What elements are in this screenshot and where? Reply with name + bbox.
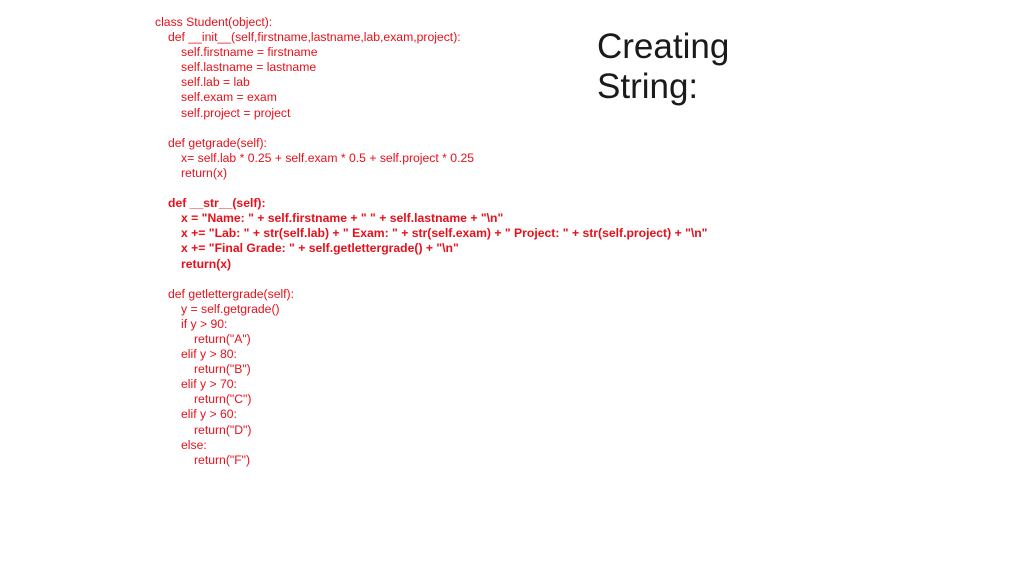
code-line: return("B"): [194, 362, 251, 377]
code-line: self.lastname = lastname: [181, 60, 317, 75]
code-line: def __str__(self):: [168, 196, 266, 211]
code-line: return(x): [181, 256, 232, 271]
code-line: self.exam = exam: [181, 90, 277, 105]
code-line: return("A"): [194, 331, 251, 346]
code-line: return("F"): [194, 452, 251, 467]
code-line: if y > 90:: [181, 316, 228, 331]
code-block: class Student(object):def __init__(self,…: [155, 15, 715, 468]
code-line: class Student(object):: [155, 15, 273, 29]
code-line: [155, 181, 715, 196]
code-line: self.lab = lab: [181, 75, 250, 90]
code-line: x += "Final Grade: " + self.getlettergra…: [181, 241, 459, 256]
code-line: x= self.lab * 0.25 + self.exam * 0.5 + s…: [181, 150, 475, 165]
slide-title-line: Creating: [597, 27, 730, 66]
code-line: y = self.getgrade(): [181, 301, 280, 316]
code-line: def getgrade(self):: [168, 135, 267, 150]
code-line: x += "Lab: " + str(self.lab) + " Exam: "…: [181, 226, 708, 241]
code-line: return(x): [181, 165, 228, 180]
code-line: [155, 121, 715, 136]
slide-title-line: String:: [597, 67, 699, 106]
code-line: return("D"): [194, 422, 252, 437]
code-line: def __init__(self,firstname,lastname,lab…: [168, 30, 461, 45]
code-line: [155, 272, 715, 287]
slide-title: Creating String:: [597, 27, 897, 107]
code-line: return("C"): [194, 392, 252, 407]
code-line: elif y > 80:: [181, 347, 237, 362]
code-line: elif y > 70:: [181, 377, 237, 392]
code-line: def getlettergrade(self):: [168, 286, 295, 301]
code-line: self.firstname = firstname: [181, 45, 318, 60]
code-line: self.project = project: [181, 105, 291, 120]
code-line: x = "Name: " + self.firstname + " " + se…: [181, 211, 504, 226]
code-line: elif y > 60:: [181, 407, 237, 422]
code-line: else:: [181, 437, 207, 452]
